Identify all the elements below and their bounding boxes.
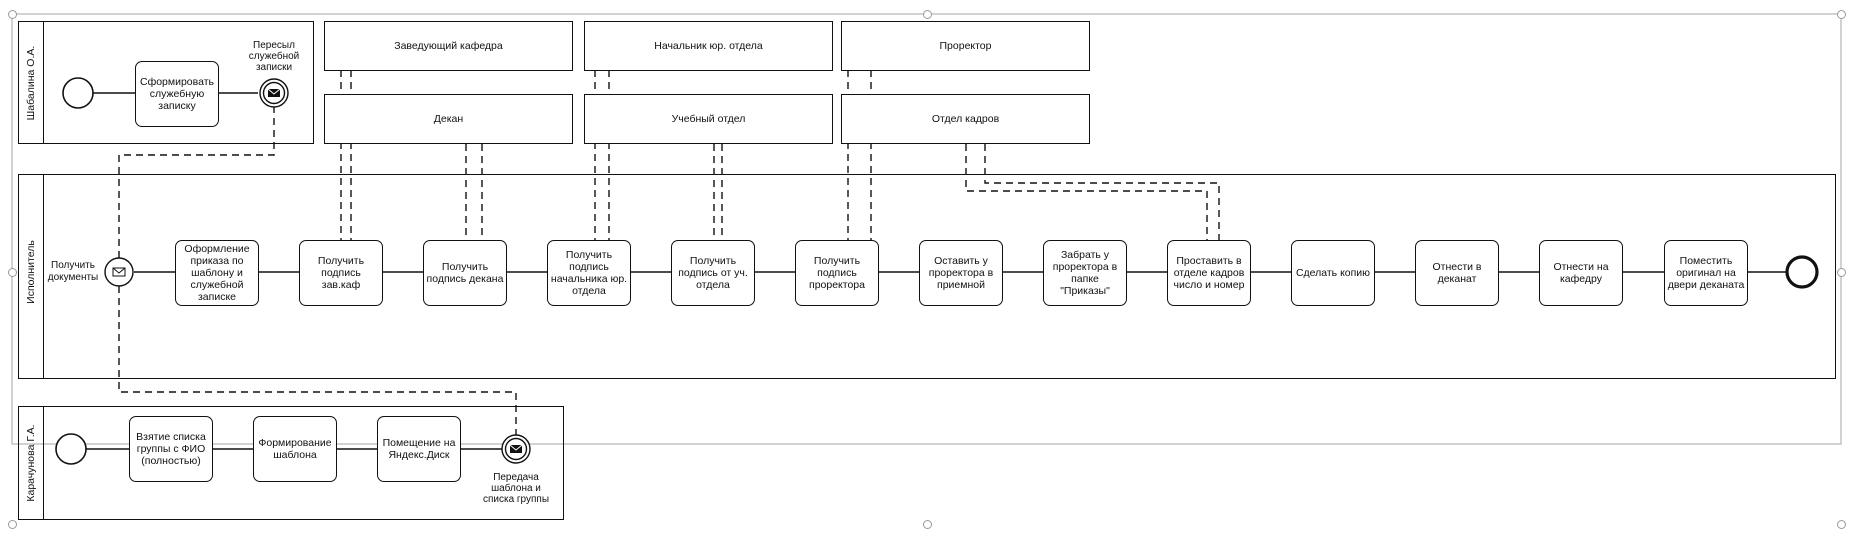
- lane-top-header: [18, 21, 44, 144]
- lane-bottom-title: Карачунова Г.А.: [25, 424, 37, 502]
- pool-hr-dept[interactable]: Отдел кадров: [841, 94, 1090, 144]
- task-5[interactable]: Получить подпись от уч. отдела: [671, 240, 755, 306]
- receive-docs-label: Получить документы: [47, 260, 99, 283]
- resize-handle[interactable]: [1837, 10, 1846, 19]
- lane-bottom-header: [18, 406, 44, 520]
- resize-handle[interactable]: [923, 10, 932, 19]
- pool-head-of-dept[interactable]: Заведующий кафедра: [324, 21, 573, 71]
- send-memo-event: [259, 78, 289, 108]
- lane-top: [18, 21, 314, 144]
- pool-vice-rector[interactable]: Проректор: [841, 21, 1090, 71]
- envelope-icon: [268, 89, 280, 97]
- task-6[interactable]: Получить подпись проректора: [795, 240, 879, 306]
- start-event: [55, 433, 87, 465]
- lane-top-title: Шабалина О.А.: [25, 45, 37, 121]
- task-9[interactable]: Проставить в отделе кадров число и номер: [1167, 240, 1251, 306]
- receive-docs-event: [104, 257, 134, 287]
- resize-handle[interactable]: [8, 520, 17, 529]
- lane-bottom: [18, 406, 564, 520]
- task-form-template[interactable]: Формирование шаблона: [253, 416, 337, 482]
- task-10[interactable]: Сделать копию: [1291, 240, 1375, 306]
- task-7[interactable]: Оставить у проректора в приемной: [919, 240, 1003, 306]
- task-13[interactable]: Поместить оригинал на двери деканата: [1664, 240, 1748, 306]
- envelope-icon: [112, 267, 126, 277]
- task-2[interactable]: Получить подпись зав.каф: [299, 240, 383, 306]
- pool-head-legal[interactable]: Начальник юр. отдела: [584, 21, 833, 71]
- message-flow-line: [118, 106, 275, 258]
- task-12[interactable]: Отнести на кафедру: [1539, 240, 1623, 306]
- lane-middle: [18, 174, 1836, 379]
- lane-middle-header: [18, 174, 44, 379]
- send-template-event: [501, 434, 531, 464]
- task-upload-yandex-disk[interactable]: Помещение на Яндекс.Диск: [377, 416, 461, 482]
- resize-handle[interactable]: [1837, 268, 1846, 277]
- start-event: [62, 77, 94, 109]
- task-11[interactable]: Отнести в деканат: [1415, 240, 1499, 306]
- message-flow-line: [965, 144, 1208, 240]
- resize-handle[interactable]: [8, 268, 17, 277]
- pool-edu-dept[interactable]: Учебный отдел: [584, 94, 833, 144]
- send-memo-label: Пересыл служебной записки: [248, 39, 300, 73]
- message-flow-line: [118, 286, 517, 436]
- send-template-label: Передача шаблона и списка группы: [482, 471, 550, 505]
- task-1[interactable]: Оформление приказа по шаблону и служебно…: [175, 240, 259, 306]
- resize-handle[interactable]: [8, 10, 17, 19]
- task-4[interactable]: Получить подпись начальника юр. отдела: [547, 240, 631, 306]
- lane-middle-title: Исполнитель: [25, 240, 37, 304]
- pool-dean[interactable]: Декан: [324, 94, 573, 144]
- task-take-group-list[interactable]: Взятие списка группы с ФИО (полностью): [129, 416, 213, 482]
- resize-handle[interactable]: [923, 520, 932, 529]
- resize-handle[interactable]: [1837, 520, 1846, 529]
- end-event: [1785, 255, 1819, 289]
- task-8[interactable]: Забрать у проректора в папке "Приказы": [1043, 240, 1127, 306]
- message-flow-line: [984, 144, 1220, 240]
- task-3[interactable]: Получить подпись декана: [423, 240, 507, 306]
- task-form-memo[interactable]: Сформировать служебную записку: [135, 61, 219, 127]
- envelope-icon: [510, 445, 522, 453]
